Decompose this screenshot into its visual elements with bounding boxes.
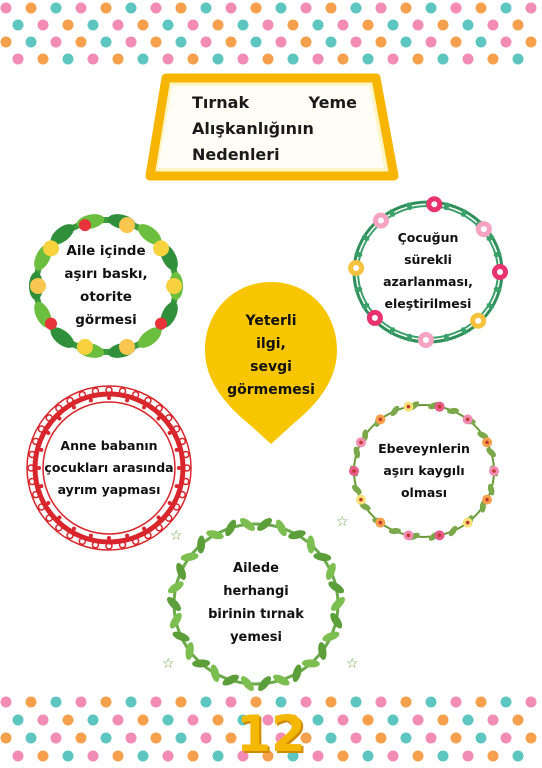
- title-line: Alışkanlığının: [192, 119, 314, 138]
- cause-text: Ailede: [233, 561, 279, 576]
- cause-child-scolded: Çocuğun sürekli azarlanması, eleştirilme…: [338, 186, 518, 356]
- cause-text: yemesi: [230, 630, 282, 645]
- cause-text: Çocuğun: [397, 230, 459, 245]
- title-word: Yeme: [308, 93, 358, 112]
- tropical-wreath-graphic: [29, 214, 183, 358]
- wreath-red-ornament: Anne babanın çocukları arasında ayrım ya…: [22, 380, 196, 556]
- polka-dots: [0, 696, 537, 762]
- cause-family-member: Ailede herhangi birinin tırnak yemesi: [150, 500, 362, 706]
- cause-discrimination: Anne babanın çocukları arasında ayrım ya…: [22, 380, 196, 556]
- wreath-tropical: Aile içinde aşırı baskı, otorite görmesi: [18, 202, 194, 370]
- svg-text:☆: ☆: [162, 656, 175, 672]
- top-dot-pattern: [0, 0, 542, 72]
- cause-text: azarlanması,: [383, 274, 473, 289]
- cause-text: Ebeveynlerin: [378, 441, 470, 456]
- page-number: 12: [236, 705, 306, 763]
- title-frame: Tırnak Yeme Alışkanlığının Nedenleri: [144, 72, 400, 186]
- cause-text: aşırı kaygılı: [383, 463, 465, 478]
- wreath-green-leaves: ☆ ☆ ☆ ☆ Ailede herhangi birinin tırnak yeme…: [150, 500, 362, 706]
- cause-text: ayrım yapması: [57, 482, 161, 497]
- svg-text:☆: ☆: [346, 656, 359, 672]
- page-title: Tırnak Yeme Alışkanlığının Nedenleri: [192, 90, 357, 168]
- cause-not-enough-love: Yeterli ilgi, sevgi görmemesi: [203, 272, 339, 440]
- cause-text: sevgi: [250, 359, 292, 375]
- wreath-floral: Ebeveynlerin aşırı kaygılı olması: [338, 390, 510, 552]
- svg-text:☆: ☆: [336, 514, 349, 530]
- cause-text: aşırı baskı,: [64, 266, 148, 282]
- speech-bubble: Yeterli ilgi, sevgi görmemesi: [203, 278, 339, 446]
- red-ornament-graphic: [26, 385, 192, 551]
- floral-wreath-graphic: [349, 401, 499, 541]
- wreath-vine-flowers: Çocuğun sürekli azarlanması, eleştirilme…: [338, 186, 518, 356]
- cause-text: görmesi: [75, 312, 137, 328]
- svg-text:☆: ☆: [170, 528, 183, 544]
- cause-text: olması: [400, 485, 448, 500]
- title-word: Tırnak: [192, 93, 250, 112]
- polka-dots: [0, 2, 537, 65]
- cause-text: çocukları arasında: [44, 460, 174, 475]
- cause-text: Anne babanın: [60, 438, 158, 453]
- cause-text: herhangi: [223, 584, 289, 599]
- vine-wreath-graphic: [348, 196, 508, 348]
- cause-text: otorite: [80, 289, 132, 305]
- leaf-wreath-graphic: ☆ ☆ ☆ ☆: [162, 514, 359, 691]
- cause-text: Aile içinde: [66, 243, 146, 259]
- cause-text: eleştirilmesi: [384, 296, 472, 311]
- title-line: Nedenleri: [192, 145, 280, 164]
- cause-family-pressure: Aile içinde aşırı baskı, otorite görmesi: [18, 202, 194, 370]
- cause-text: birinin tırnak: [208, 607, 304, 622]
- cause-text: Yeterli: [245, 313, 297, 329]
- cause-text: sürekli: [404, 252, 452, 267]
- cause-text: görmemesi: [227, 382, 315, 398]
- bottom-dot-pattern: [0, 694, 542, 768]
- cause-anxious-parents: Ebeveynlerin aşırı kaygılı olması: [338, 390, 510, 552]
- cause-text: ilgi,: [256, 336, 286, 352]
